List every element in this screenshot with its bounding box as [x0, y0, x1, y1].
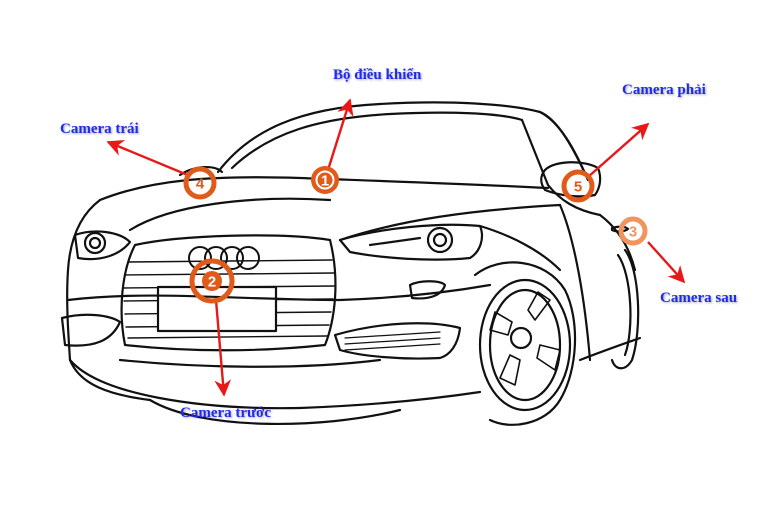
front-bottom	[68, 358, 482, 410]
marker-4-number: 4	[196, 176, 205, 193]
bumper-lip	[118, 358, 382, 368]
arrow-2	[214, 299, 232, 397]
front-wheel	[478, 278, 572, 412]
marker-5-number: 5	[574, 179, 582, 196]
left-headlight-lamp	[83, 231, 107, 255]
marker-1: 1	[311, 166, 339, 194]
front-bumper-left	[68, 358, 152, 402]
marker-3: 3	[618, 216, 648, 246]
brand-rings	[188, 246, 260, 270]
rear-window	[538, 110, 590, 182]
hood-crease-right	[338, 203, 562, 242]
arrow-5	[587, 122, 650, 178]
side-sill	[578, 336, 642, 362]
a-pillar-right	[546, 183, 602, 217]
marker-1-number: 1	[321, 173, 329, 190]
label-controller: Bộ điều khiển	[333, 67, 422, 83]
left-fender	[66, 198, 102, 362]
wheel-spokes	[489, 291, 561, 386]
car-outline	[60, 101, 642, 426]
chin	[148, 398, 402, 426]
hood-crease-left	[128, 197, 332, 232]
grille	[120, 234, 337, 352]
arrow-3	[647, 241, 686, 284]
marker-5: 5	[561, 169, 595, 203]
rear-wheel	[610, 248, 640, 370]
callout-arrows	[106, 98, 686, 397]
arrow-1	[326, 98, 354, 171]
right-fog	[333, 322, 462, 360]
label-right-camera: Camera phải	[622, 82, 706, 98]
right-mirror	[540, 161, 602, 198]
lower-bumper	[66, 283, 492, 302]
marker-2: 2	[189, 258, 235, 304]
right-headlight-lamp	[426, 226, 454, 254]
marker-4: 4	[183, 166, 217, 200]
left-headlight	[73, 230, 132, 261]
callout-markers: 1 2 3 4 5	[183, 166, 648, 304]
label-left-camera: Camera trái	[60, 121, 139, 137]
door-handle	[610, 225, 630, 233]
label-rear-camera: Camera sau	[660, 290, 738, 306]
marker-2-number: 2	[208, 274, 216, 291]
right-headlight	[338, 223, 484, 261]
label-front-camera: Camera trước	[180, 405, 272, 421]
wheel-hub	[509, 326, 533, 350]
marker-3-number: 3	[629, 224, 637, 241]
right-fender	[478, 224, 562, 272]
hood-line	[98, 176, 550, 202]
windshield-top	[230, 111, 524, 170]
right-marker	[408, 280, 447, 300]
windshield-right	[520, 118, 550, 187]
left-fog	[60, 313, 122, 347]
arrow-4	[106, 140, 191, 178]
door-line	[558, 203, 592, 362]
front-wheel-arch	[473, 261, 577, 426]
